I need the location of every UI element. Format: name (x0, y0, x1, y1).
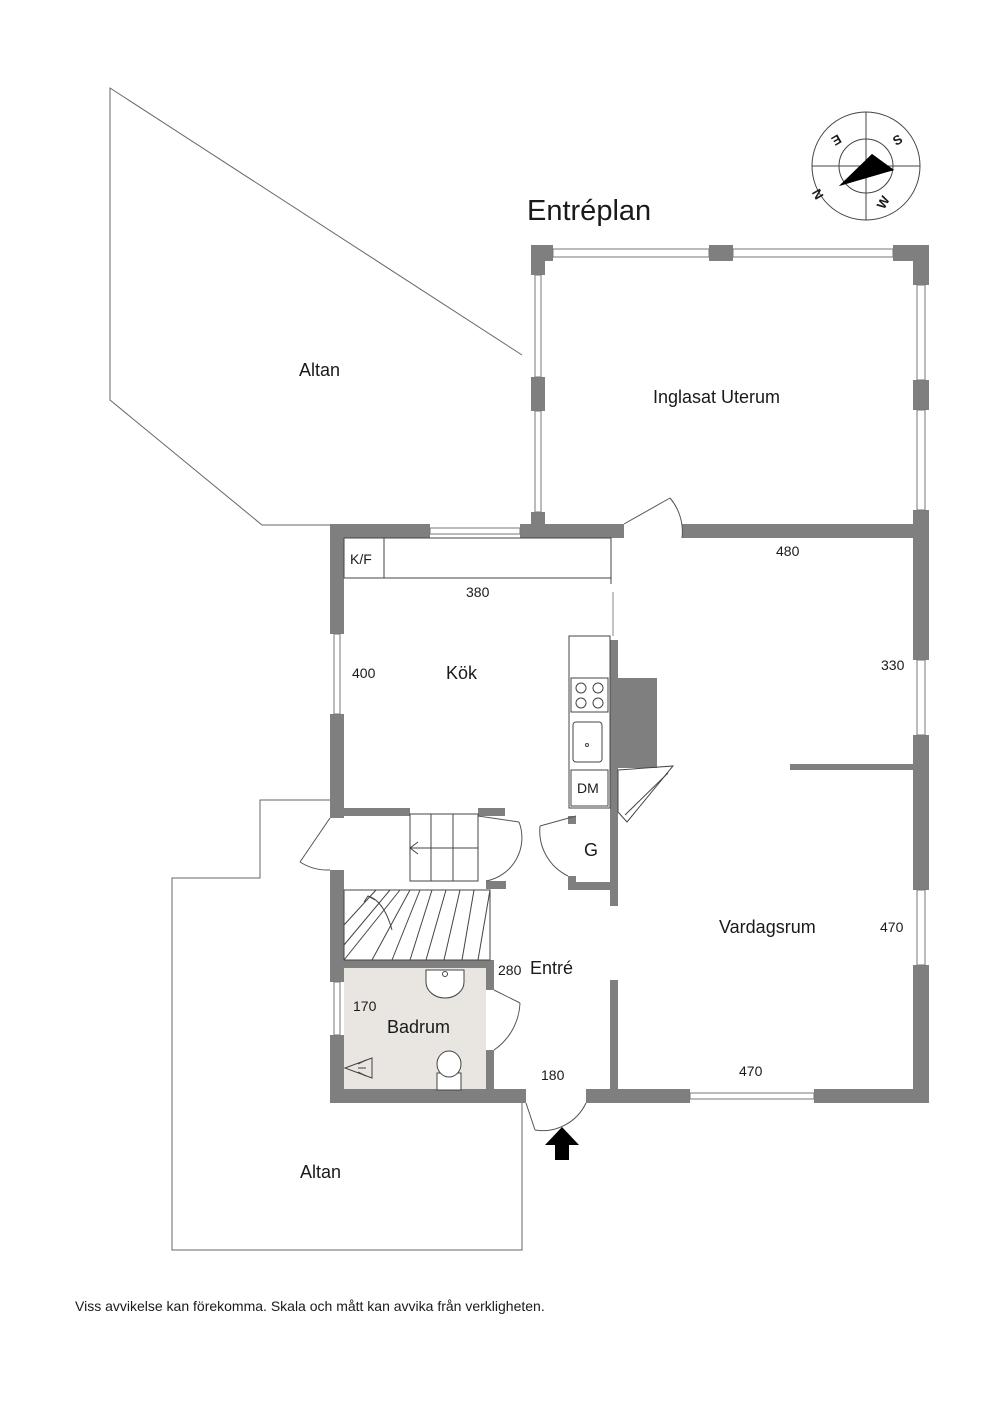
room-altan-bottom: Altan (300, 1162, 341, 1182)
disclaimer-text: Viss avvikelse kan förekomma. Skala och … (75, 1298, 545, 1314)
fireplace (617, 765, 675, 823)
dim-380: 380 (466, 584, 490, 600)
plan-title: Entréplan (527, 195, 651, 227)
dim-470-right: 470 (880, 919, 904, 935)
room-uterum: Inglasat Uterum (653, 387, 780, 407)
entrance-arrow-icon (545, 1127, 579, 1160)
compass-letter-s: S (890, 131, 905, 148)
compass-letter-w: W (874, 193, 893, 212)
compass-icon: S W N E (809, 111, 921, 221)
doors (299, 497, 683, 1132)
stairs-upper (409, 813, 479, 882)
dim-480: 480 (776, 543, 800, 559)
house-walls (330, 524, 929, 1103)
dim-400: 400 (352, 665, 376, 681)
compass-letter-e: E (829, 131, 844, 148)
uterum-windows (534, 248, 926, 513)
room-altan-top: Altan (299, 360, 340, 380)
house-windows (333, 527, 926, 1100)
bathroom-fixtures (343, 969, 465, 1091)
stairs-lower (343, 889, 491, 961)
dim-280: 280 (498, 962, 522, 978)
dim-470-bottom: 470 (739, 1063, 763, 1079)
room-badrum: Badrum (387, 1017, 450, 1037)
dim-330: 330 (881, 657, 905, 673)
room-kok: Kök (446, 663, 478, 683)
dim-170: 170 (353, 998, 377, 1014)
room-vardagsrum: Vardagsrum (719, 917, 816, 937)
fixture-kf: K/F (350, 551, 372, 567)
room-entre: Entré (530, 958, 573, 978)
uterum-walls (531, 245, 929, 660)
fixture-g: G (584, 840, 598, 860)
fixture-dm: DM (577, 780, 599, 796)
altan-top-outline (109, 87, 523, 526)
altan-bottom-outline (171, 799, 523, 1251)
kitchen-counter (343, 537, 612, 584)
dim-180: 180 (541, 1067, 565, 1083)
kitchen-side-counter (568, 635, 611, 809)
